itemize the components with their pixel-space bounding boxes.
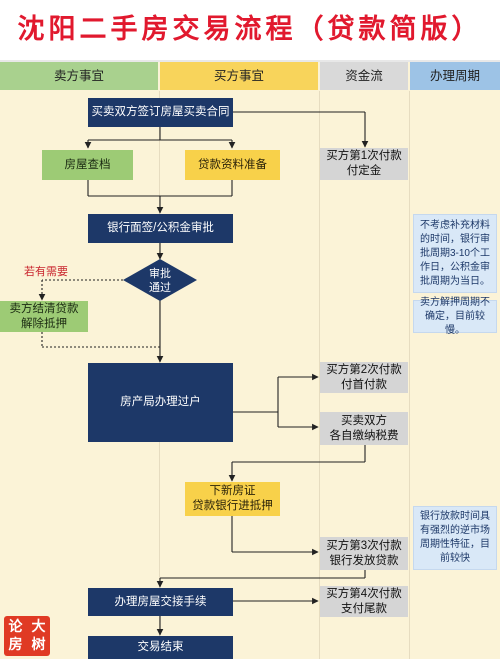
step-property-transfer: 房产局办理过户	[88, 363, 233, 442]
stamp-char: 论	[8, 619, 23, 635]
fund-taxes: 买卖双方 各自缴纳税费	[320, 412, 408, 445]
approval-diamond	[123, 259, 197, 301]
fund-pay3: 买方第3次付款 银行发放贷款	[320, 537, 408, 570]
step-loan-prep: 贷款资料准备	[185, 150, 280, 180]
column-header-funds: 资金流	[320, 62, 408, 90]
step-house-check: 房屋查档	[42, 150, 133, 180]
if-needed-note: 若有需要	[24, 266, 68, 278]
fund-pay4: 买方第4次付款 支付尾款	[320, 586, 408, 617]
stamp-char: 房	[8, 637, 23, 653]
note-release-period: 卖方解押周期不确定，目前较慢。	[413, 297, 497, 336]
fund-pay1: 买方第1次付款 付定金	[320, 148, 408, 180]
note-approval-period: 不考虑补充材料的时间，银行审批周期3-10个工作日，公积金审批周期为当日。	[413, 214, 497, 293]
step-done: 交易结束	[88, 636, 233, 659]
lane-divider	[409, 91, 410, 659]
step-seller-clear-loan: 卖方结清贷款 解除抵押	[0, 301, 88, 332]
step-new-certificate: 下新房证 贷款银行进抵押	[185, 482, 280, 516]
column-header-seller: 卖方事宜	[0, 62, 158, 90]
title-bar: 沈阳二手房交易流程（贷款简版）	[0, 0, 500, 62]
column-header-buyer: 买方事宜	[160, 62, 318, 90]
column-header-period: 办理周期	[410, 62, 500, 90]
step-handover: 办理房屋交接手续	[88, 588, 233, 616]
step-bank-interview: 银行面签/公积金审批	[88, 214, 233, 243]
decision-approve-label: 审批 通过	[149, 268, 171, 294]
stamp-char: 大	[31, 619, 46, 635]
logo-stamp: 论 大 房 树	[4, 616, 50, 656]
note-loan-period: 银行放款时间具有强烈的逆市场周期性特征，目前较快	[413, 506, 497, 570]
page-title: 沈阳二手房交易流程（贷款简版）	[17, 14, 483, 45]
step-sign-contract: 买卖双方签订房屋买卖合同	[88, 98, 233, 127]
lane-divider	[319, 91, 320, 659]
fund-pay2: 买方第2次付款 付首付款	[320, 362, 408, 393]
stamp-char: 树	[31, 637, 46, 653]
